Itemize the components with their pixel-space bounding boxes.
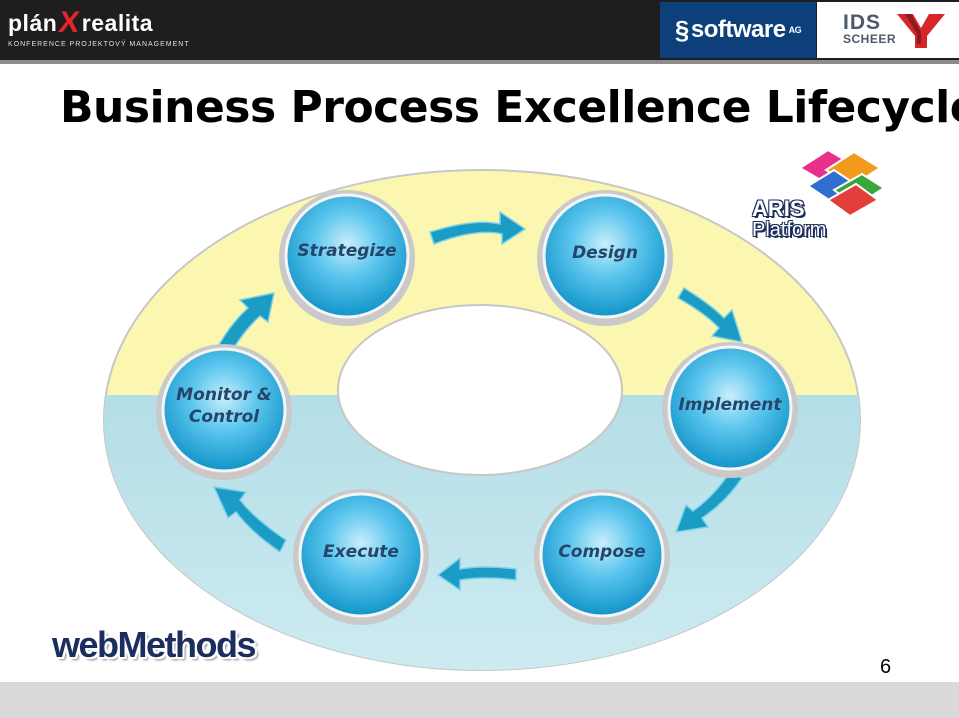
stage-node-execute: Execute [293,489,429,625]
software-ag-suffix: AG [788,25,802,35]
header-divider [0,60,959,64]
stage-label-implement: Implement [678,395,782,415]
webmethods-logo: webMethods [52,624,257,665]
stage-label-compose: Compose [558,542,645,562]
stage-node-strategize: Strategize [279,190,415,326]
logo-tagline: KONFERENCE PROJEKTOVÝ MANAGEMENT [8,41,190,48]
scheer-text: SCHEER [843,32,897,46]
logo-text-plan: plán [8,9,58,36]
stage-label-line: Monitor & [176,385,271,405]
aris-text: ARIS [752,196,805,221]
stage-node-monitor-control: Monitor &Control [156,344,292,480]
stage-label-design: Design [572,243,638,263]
arrow-design-implement [676,286,744,343]
stage-label-line: Control [189,407,260,427]
stage-label-strategize: Strategize [297,241,396,261]
plan-realita-logo: plán X realita KONFERENCE PROJEKTOVÝ MAN… [8,6,190,48]
stage-node-implement: Implement [662,342,798,478]
software-ag-logo: § software AG [660,2,816,58]
software-ag-name: software [690,16,786,43]
arrow-compose-execute [436,556,517,592]
stage-label-monitor-control: Monitor &Control [176,385,271,427]
arrow-implement-compose [674,471,744,533]
stage-node-compose: Compose [534,489,670,625]
stage-label-execute: Execute [323,542,399,562]
arrow-execute-monitor [212,486,287,554]
logo-text-realita: realita [81,9,154,36]
aris-logo-icon [798,148,886,218]
slide-title: Business Process Excellence Lifecycle [60,82,959,133]
aris-platform-logo: ARIS Platform [752,196,827,241]
ids-scheer-logo: IDS SCHEER [817,2,959,58]
platform-text: Platform [752,219,827,241]
software-s-icon: § [674,14,689,45]
stage-node-design: Design [537,190,673,326]
footer-bar [0,682,959,718]
page-number: 6 [880,656,892,678]
arrow-strategize-design [429,210,527,246]
ids-text: IDS [843,11,882,34]
ids-y-icon [897,14,945,48]
